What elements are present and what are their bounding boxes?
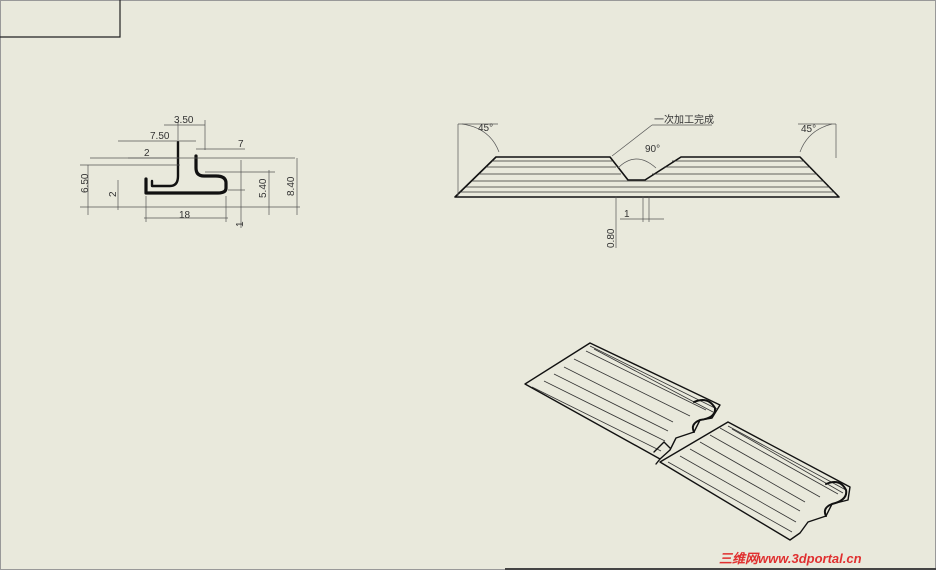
- dim-depth-0-80: 0.80: [606, 228, 617, 248]
- dim-3-50: 3.50: [174, 115, 194, 126]
- iso-segment-left: [524, 342, 721, 460]
- watermark-text: 三维网www.3dportal.cn: [719, 551, 862, 566]
- dim-1: 1: [235, 221, 246, 227]
- angle-left: 45°: [478, 123, 493, 134]
- process-note: 一次加工完成: [654, 113, 714, 126]
- dim-2-top: 2: [144, 148, 150, 159]
- dim-2-left: 2: [108, 191, 119, 197]
- isometric-view: [524, 342, 851, 541]
- dim-5-40: 5.40: [258, 178, 269, 198]
- dim-7-50: 7.50: [150, 131, 170, 142]
- dim-6-50: 6.50: [80, 173, 91, 193]
- side-outline: [454, 156, 840, 198]
- angle-right: 45°: [801, 124, 816, 135]
- iso-segment-right: [659, 421, 851, 541]
- profile-outline: [144, 154, 228, 195]
- dim-7: 7: [238, 139, 244, 150]
- profile-inner-hook: [150, 140, 180, 188]
- dim-8-40: 8.40: [286, 176, 297, 196]
- angle-center: 90°: [645, 144, 660, 155]
- dim-width-1: 1: [624, 209, 630, 220]
- dim-18: 18: [179, 210, 191, 221]
- profile-view: 3.50 7.50 2 7 6.50 2 5.40 8.40 18 1: [80, 115, 300, 228]
- side-view: 45° 45° 90° 一次加工完成 1 0.80: [454, 113, 840, 248]
